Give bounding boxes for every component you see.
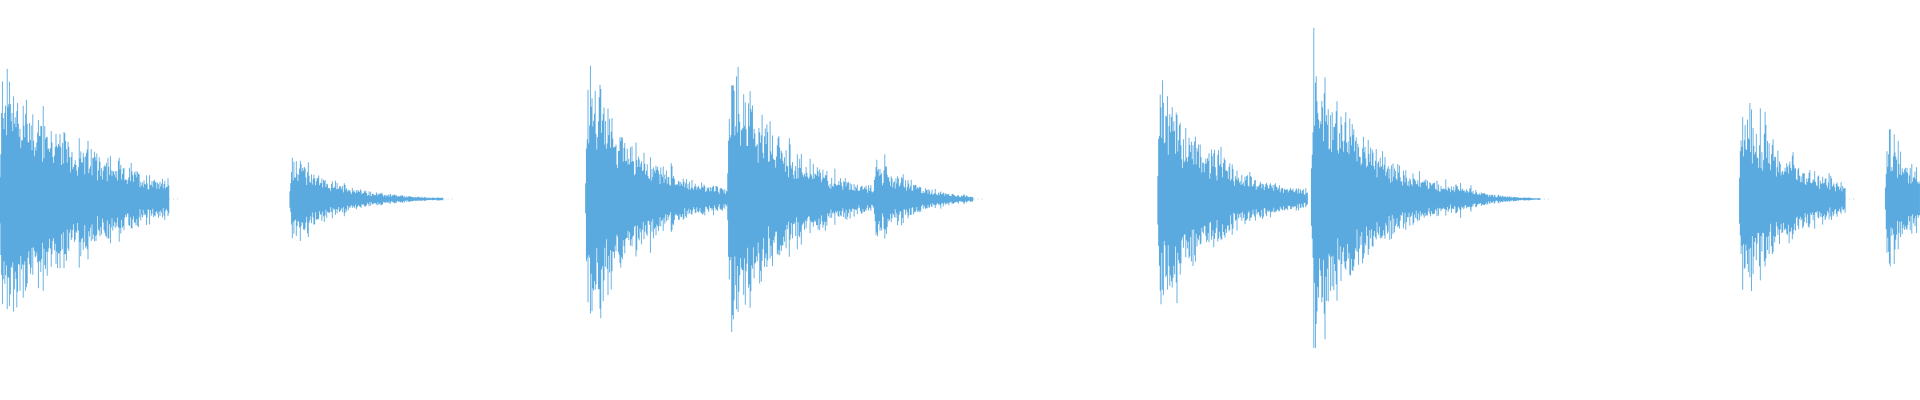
waveform-burst-5 bbox=[873, 154, 974, 239]
waveform-burst-2 bbox=[289, 157, 444, 241]
waveform-burst-7 bbox=[1310, 27, 1475, 349]
waveform-burst-6 bbox=[1157, 80, 1308, 305]
waveform-burst-9 bbox=[1739, 103, 1846, 291]
waveform-burst-10 bbox=[1884, 128, 1920, 267]
waveform-burst-1 bbox=[0, 68, 170, 312]
waveform-burst-8 bbox=[1452, 183, 1541, 218]
waveform-bursts bbox=[0, 27, 1920, 349]
